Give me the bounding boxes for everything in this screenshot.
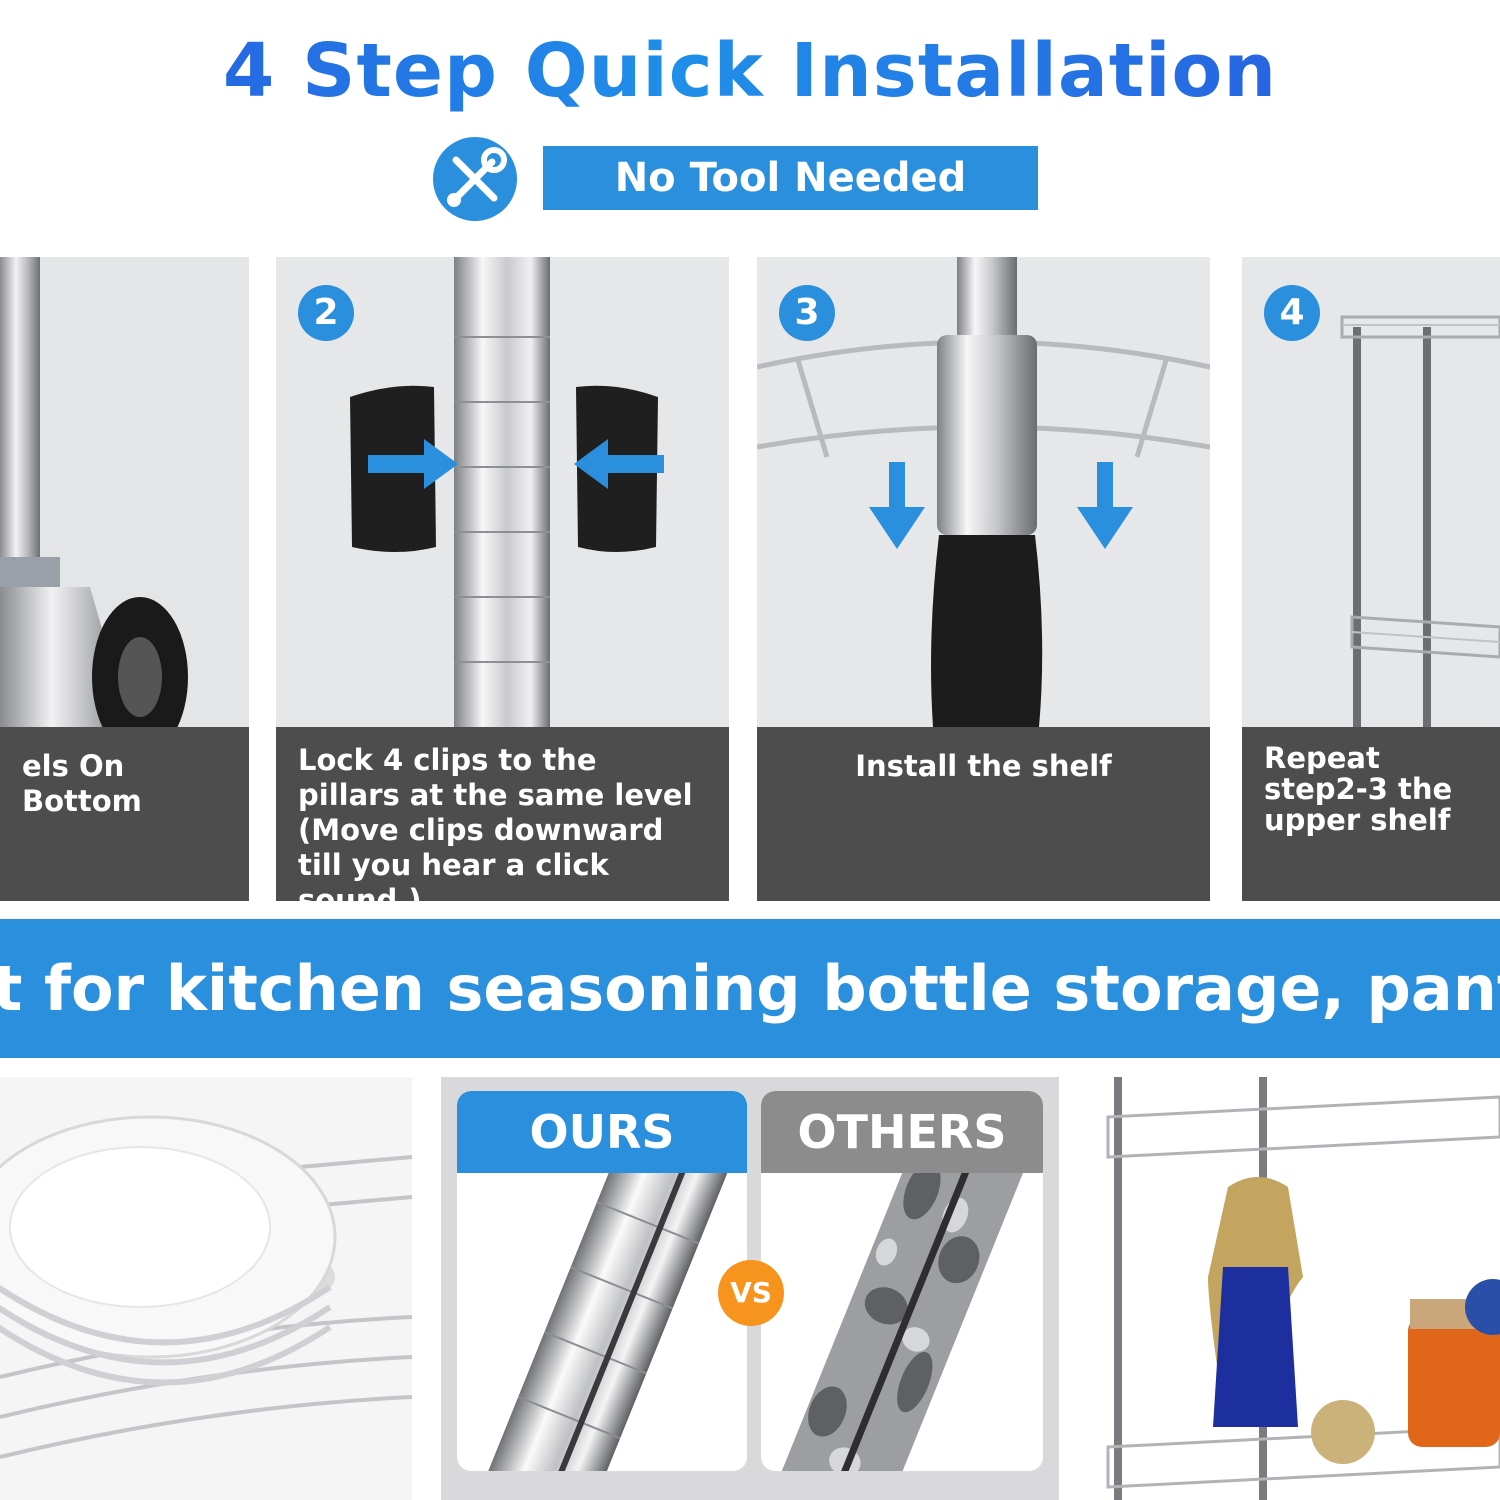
- step-panel-2: 2 Lock 4 clips to the pillars at the sam…: [276, 257, 729, 901]
- shelf-with-jars-photo: [1088, 1077, 1500, 1500]
- step-number-badge: 3: [779, 285, 835, 341]
- pole-and-clips-photo: 2: [276, 257, 729, 727]
- shelf-sleeve-photo: 3: [757, 257, 1210, 727]
- others-card: OTHERS: [761, 1091, 1043, 1471]
- page-title: 4 Step Quick Installation: [0, 28, 1500, 114]
- step-caption-1: els On Bottom: [0, 727, 249, 901]
- step-caption-3: Install the shelf: [757, 727, 1210, 901]
- no-tool-icon: [432, 136, 518, 222]
- chrome-pole-comparison-photo: OURS OTHERS: [441, 1077, 1059, 1500]
- step-caption-4: Repeat step2-3 the upper shelf: [1242, 727, 1500, 901]
- others-label: OTHERS: [761, 1091, 1043, 1173]
- usage-banner-text: ct for kitchen seasoning bottle storage,…: [0, 952, 1500, 1025]
- usage-banner: ct for kitchen seasoning bottle storage,…: [0, 919, 1500, 1058]
- step-panel-1: els On Bottom: [0, 257, 249, 901]
- step-panel-4: 4 Repeat step2-3 the upper shelf: [1242, 257, 1500, 901]
- white-plates-on-shelf-photo: [0, 1077, 412, 1500]
- vs-badge: VS: [718, 1260, 784, 1326]
- ours-card: OURS: [457, 1091, 747, 1471]
- no-tool-label: No Tool Needed: [543, 146, 1038, 210]
- caster-wheel-photo: [0, 257, 249, 727]
- step-panel-3: 3 Install the shelf: [757, 257, 1210, 901]
- ours-label: OURS: [457, 1091, 747, 1173]
- step-number-badge: 4: [1264, 285, 1320, 341]
- step-caption-2: Lock 4 clips to the pillars at the same …: [276, 727, 729, 901]
- step-number-badge: 2: [298, 285, 354, 341]
- assembled-shelf-photo: 4: [1242, 257, 1500, 727]
